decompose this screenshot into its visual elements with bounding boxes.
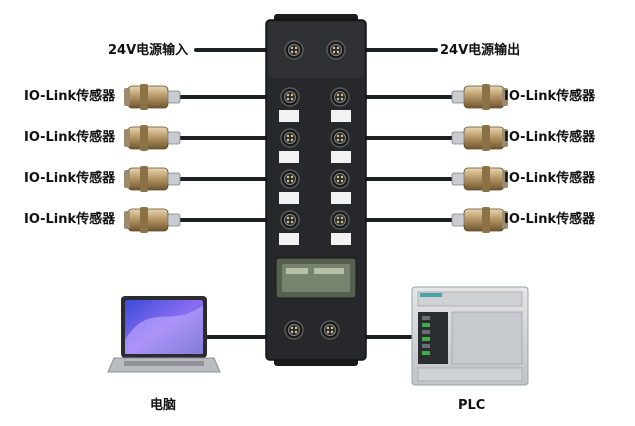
module-top-cap [268,22,364,78]
port-label-plate-right-2 [331,151,351,163]
io-port-left-4 [281,211,299,229]
module-display-led-bar-2 [314,268,344,274]
io-link-sensor-left-4 [124,207,180,233]
plc-brand-strip [420,293,442,297]
sensor-label-left-3: IO-Link传感器 [24,171,115,187]
io-port-left-2 [281,129,299,147]
sensor-label-right-3: IO-Link传感器 [504,171,595,187]
power-output-connector [327,41,345,59]
power-input-connector [285,41,303,59]
port-label-plate-left-4 [279,233,299,245]
sensor-label-left-1: IO-Link传感器 [24,89,115,105]
io-port-right-3 [331,170,349,188]
sensor-label-left-2: IO-Link传感器 [24,130,115,146]
plc-status-led-1 [422,316,430,320]
port-label-plate-left-2 [279,151,299,163]
io-link-sensor-right-1 [452,84,508,110]
io-port-left-1 [281,88,299,106]
sensor-label-right-2: IO-Link传感器 [504,130,595,146]
io-port-left-3 [281,170,299,188]
port-label-plate-right-4 [331,233,351,245]
plc-status-led-5 [422,344,430,348]
port-label-plate-left-3 [279,192,299,204]
sensor-label-right-4: IO-Link传感器 [504,212,595,228]
fieldbus-connector-1 [285,321,303,339]
right-sensor-group [452,84,508,233]
laptop-illustration [108,296,220,372]
io-link-sensor-right-3 [452,166,508,192]
plc-illustration [412,287,528,385]
io-link-master-module [266,14,366,366]
left-sensor-group [124,84,180,233]
plc-status-led-2 [422,323,430,327]
power-output-label: 24V电源输出 [440,43,520,59]
module-display-led-bar [286,268,308,274]
power-input-label: 24V电源输入 [108,43,188,59]
laptop-label: 电脑 [150,398,176,414]
io-port-right-1 [331,88,349,106]
plc-status-led-3 [422,330,430,334]
sensor-label-right-1: IO-Link传感器 [504,89,595,105]
io-port-right-2 [331,129,349,147]
io-link-sensor-left-3 [124,166,180,192]
plc-bottom-terminal [418,368,522,381]
plc-status-led-4 [422,337,430,341]
laptop-keyboard [124,361,204,366]
port-label-plate-right-1 [331,110,351,122]
io-link-sensor-left-2 [124,125,180,151]
port-label-plate-left-1 [279,110,299,122]
io-link-sensor-left-1 [124,84,180,110]
fieldbus-connector-2 [321,321,339,339]
io-link-sensor-right-2 [452,125,508,151]
port-label-plate-right-3 [331,192,351,204]
plc-status-led-6 [422,351,430,355]
io-port-right-4 [331,211,349,229]
plc-front-panel [452,312,522,364]
plc-label: PLC [458,398,485,414]
io-link-sensor-right-4 [452,207,508,233]
sensor-label-left-4: IO-Link传感器 [24,212,115,228]
